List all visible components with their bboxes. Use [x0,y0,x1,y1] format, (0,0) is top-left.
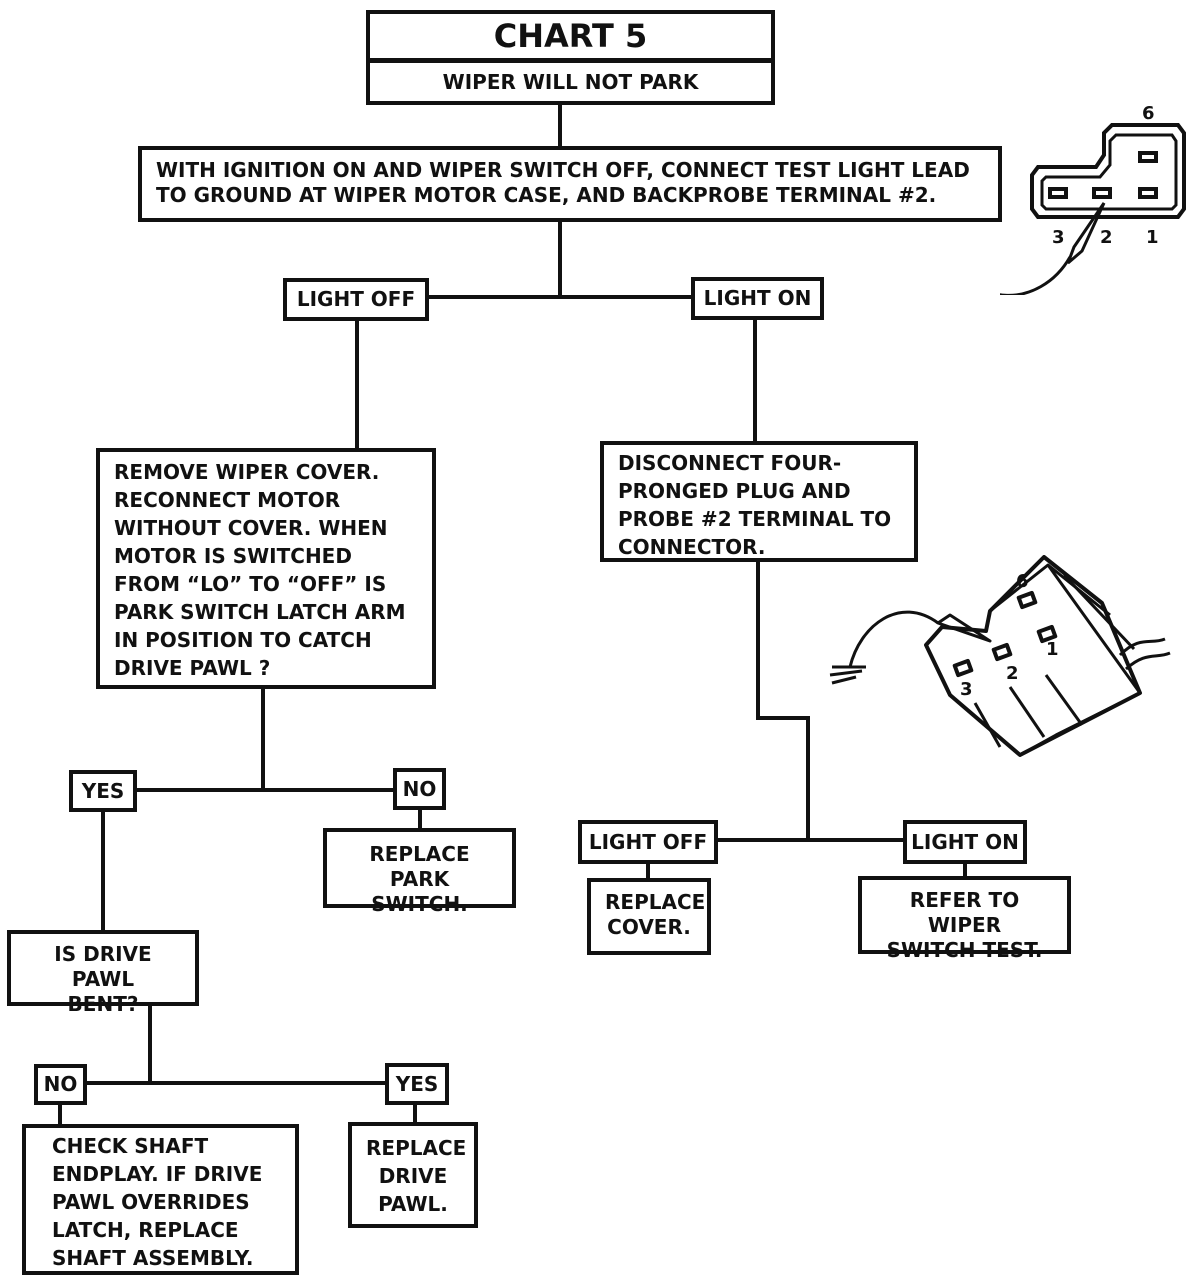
label-light-on-1: LIGHT ON [691,277,824,320]
step-disconnect: DISCONNECT FOUR- PRONGED PLUG AND PROBE … [600,441,918,562]
chart-title: CHART 5 [366,10,775,62]
chart-title-text: CHART 5 [493,17,648,55]
label-light-on-2: LIGHT ON [903,820,1027,864]
connector-top-diagram: 6 3 2 1 [1000,103,1186,295]
label-no-1: NO [393,768,446,810]
step-replace-drive-pawl: REPLACE DRIVE PAWL. [348,1122,478,1228]
iso-pin-2-label: 2 [1006,663,1019,684]
pin-1-label: 1 [1146,227,1159,248]
step-replace-park-switch: REPLACE PARK SWITCH. [323,828,516,916]
iso-pin-6-label: 6 [1016,571,1029,592]
chart-subtitle-text: WIPER WILL NOT PARK [442,69,699,94]
label-yes-1: YES [69,770,137,812]
label-no-2: NO [34,1064,87,1105]
label-yes-2: YES [385,1063,449,1105]
iso-pin-1-label: 1 [1046,639,1059,660]
pin-6-label: 6 [1142,103,1155,124]
iso-pin-3-label: 3 [960,679,973,700]
step-remove-cover: REMOVE WIPER COVER. RECONNECT MOTOR WITH… [96,448,436,689]
label-light-off-1: LIGHT OFF [283,278,429,321]
chart-subtitle: WIPER WILL NOT PARK [366,59,775,105]
label-light-off-2: LIGHT OFF [578,820,718,864]
pin-3-label: 3 [1052,227,1065,248]
step-check-shaft: CHECK SHAFT ENDPLAY. IF DRIVE PAWL OVERR… [22,1124,299,1275]
step-refer-switch-test: REFER TO WIPER SWITCH TEST. [858,876,1071,962]
connector-plug-icon [1030,123,1186,219]
pin-2-label: 2 [1100,227,1113,248]
step-replace-cover: REPLACE COVER. [587,878,711,955]
test-probe-icon [1066,202,1106,265]
step-drive-pawl-bent: IS DRIVE PAWL BENT? [7,930,199,1016]
connector-plug-diagram: 6 1 2 3 [829,555,1171,757]
step-start: WITH IGNITION ON AND WIPER SWITCH OFF, C… [138,146,1002,222]
